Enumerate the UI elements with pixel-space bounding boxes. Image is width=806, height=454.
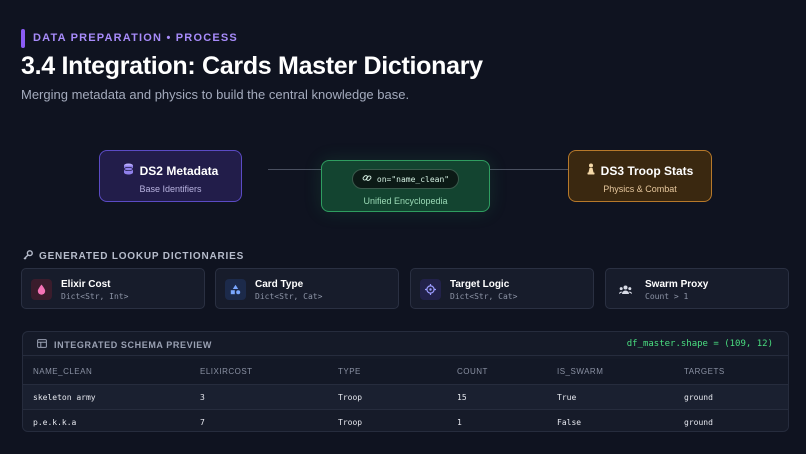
- crosshair-icon: [420, 279, 441, 300]
- lookup-card-title: Card Type: [255, 279, 304, 290]
- column-header: COUNT: [457, 367, 488, 376]
- lookup-card-target-logic: Target Logic Dict<Str, Cat>: [410, 268, 594, 309]
- join-key-text: on="name_clean": [376, 174, 450, 184]
- table-cell: False: [557, 418, 582, 427]
- eyebrow-label: DATA PREPARATION • PROCESS: [33, 32, 238, 44]
- ds3-node-subtitle: Physics & Combat: [603, 184, 677, 194]
- table-cell: Troop: [338, 418, 363, 427]
- lookup-card-title: Target Logic: [450, 279, 510, 290]
- table-cell: ground: [684, 393, 713, 402]
- schema-preview-title: INTEGRATED SCHEMA PREVIEW: [54, 339, 213, 350]
- lookup-card-swarm-proxy: Swarm Proxy Count > 1: [605, 268, 789, 309]
- page-subtitle: Merging metadata and physics to build th…: [21, 87, 410, 102]
- connector-right: [490, 169, 568, 170]
- droplet-icon: [31, 279, 52, 300]
- table-icon: [37, 339, 47, 350]
- column-header: ELIXIRCOST: [200, 367, 253, 376]
- table-cell: 1: [457, 418, 462, 427]
- page-title: 3.4 Integration: Cards Master Dictionary: [21, 52, 483, 80]
- table-cell: True: [557, 393, 577, 402]
- ds3-node-title: DS3 Troop Stats: [600, 163, 694, 178]
- database-icon: [123, 163, 134, 178]
- ds2-metadata-node: DS2 Metadata Base Identifiers: [99, 150, 242, 202]
- lookup-card-elixir-cost: Elixir Cost Dict<Str, Int>: [21, 268, 205, 309]
- shapes-icon: [225, 279, 246, 300]
- table-header-row: NAME_CLEAN ELIXIRCOST TYPE COUNT IS_SWAR…: [23, 359, 788, 384]
- link-icon: [362, 173, 372, 185]
- table-cell: p.e.k.k.a: [33, 418, 77, 427]
- schema-preview-header: INTEGRATED SCHEMA PREVIEW df_master.shap…: [23, 332, 788, 356]
- dataframe-shape: df_master.shape = (109, 12): [626, 339, 773, 349]
- table-cell: 7: [200, 418, 205, 427]
- lookup-section-heading: GENERATED LOOKUP DICTIONARIES: [23, 250, 244, 263]
- users-icon: [615, 279, 636, 300]
- eyebrow-accent-bar: [21, 29, 25, 48]
- table-row: skeleton army 3 Troop 15 True ground: [23, 384, 788, 409]
- key-icon: [23, 250, 33, 263]
- merge-node-subtitle: Unified Encyclopedia: [363, 196, 448, 206]
- ds2-node-subtitle: Base Identifiers: [139, 184, 202, 194]
- chess-pawn-icon: [587, 163, 595, 178]
- table-cell: Troop: [338, 393, 363, 402]
- lookup-card-title: Elixir Cost: [61, 279, 111, 290]
- ds2-node-title: DS2 Metadata: [139, 163, 219, 178]
- lookup-card-type: Dict<Str, Cat>: [255, 292, 323, 301]
- column-header: TYPE: [338, 367, 361, 376]
- unified-encyclopedia-node: on="name_clean" Unified Encyclopedia: [321, 160, 490, 212]
- table-cell: ground: [684, 418, 713, 427]
- lookup-section-title: GENERATED LOOKUP DICTIONARIES: [39, 251, 245, 262]
- table-cell: skeleton army: [33, 393, 96, 402]
- schema-preview-table: INTEGRATED SCHEMA PREVIEW df_master.shap…: [22, 331, 789, 432]
- ds3-troop-stats-node: DS3 Troop Stats Physics & Combat: [568, 150, 712, 202]
- table-row: p.e.k.k.a 7 Troop 1 False ground: [23, 409, 788, 431]
- lookup-card-card-type: Card Type Dict<Str, Cat>: [215, 268, 399, 309]
- join-key-pill: on="name_clean": [351, 169, 460, 189]
- connector-left: [268, 169, 321, 170]
- table-cell: 15: [457, 393, 467, 402]
- column-header: NAME_CLEAN: [33, 367, 93, 376]
- lookup-card-title: Swarm Proxy: [645, 279, 709, 290]
- column-header: IS_SWARM: [557, 367, 604, 376]
- lookup-card-type: Dict<Str, Int>: [61, 292, 129, 301]
- column-header: TARGETS: [684, 367, 725, 376]
- lookup-card-type: Count > 1: [645, 292, 689, 301]
- table-cell: 3: [200, 393, 205, 402]
- lookup-card-type: Dict<Str, Cat>: [450, 292, 518, 301]
